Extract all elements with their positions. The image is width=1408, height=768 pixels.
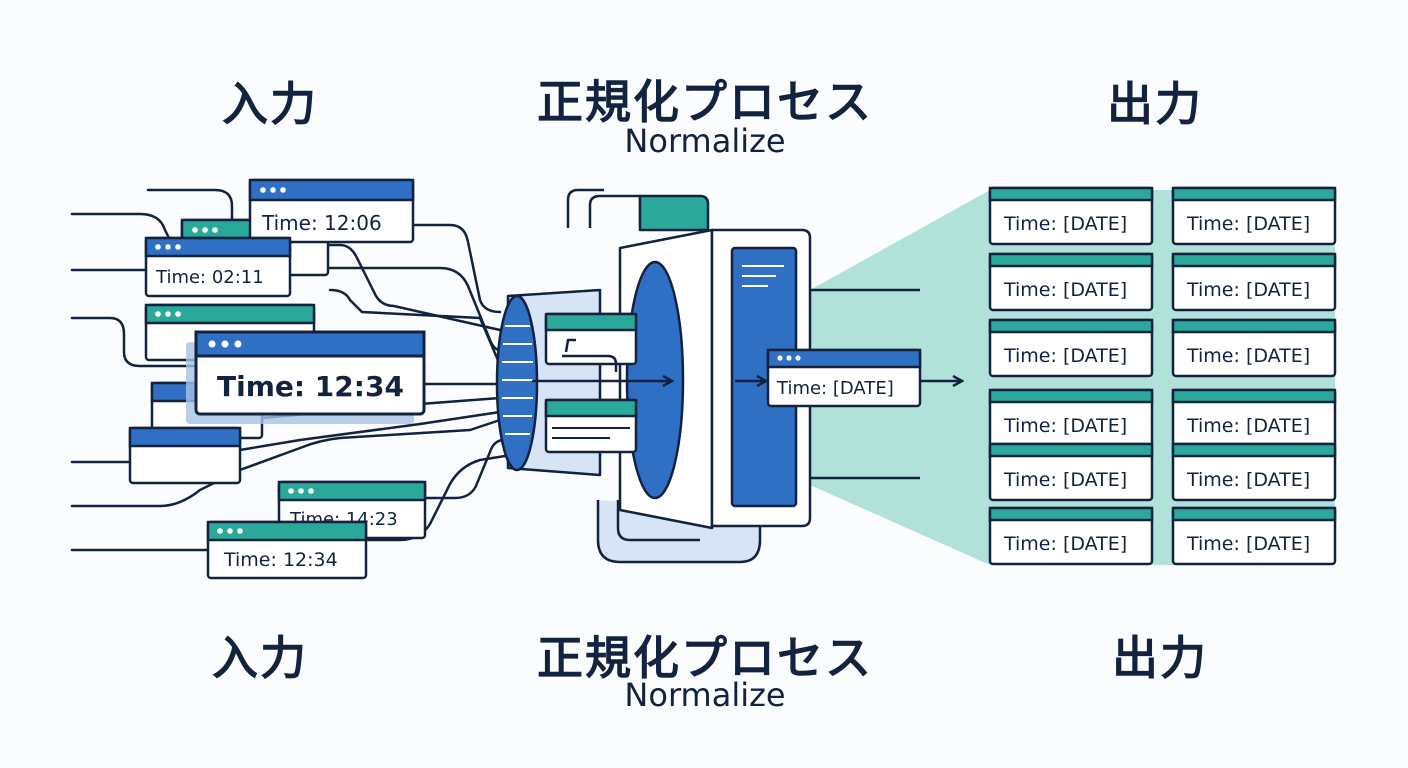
output-window-text: Time: [DATE] [1003, 279, 1127, 301]
output-window: Time: [DATE] [988, 388, 1154, 448]
input-window-4: Time: 14:23 [277, 480, 427, 540]
output-window: Time: [DATE] [1171, 186, 1337, 246]
output-window-titlebar [1171, 318, 1337, 334]
output-window-titlebar [1171, 252, 1337, 268]
output-window: Time: [DATE] [1171, 388, 1337, 448]
output-window-text: Time: [DATE] [1186, 345, 1310, 367]
output-grid: Time: [DATE] Time: [DATE] Time: [DATE] Time… [988, 186, 1337, 566]
output-window: Time: [DATE] [1171, 506, 1337, 566]
output-window: Time: [DATE] [988, 442, 1154, 502]
input-heading-top: 入力 [222, 77, 318, 131]
output-window-titlebar [988, 506, 1154, 522]
output-window-text: Time: [DATE] [1003, 213, 1127, 235]
output-window: Time: [DATE] [988, 186, 1154, 246]
output-window-text: Time: [DATE] [1186, 415, 1310, 437]
input-window-3-text: Time: 12:34 [217, 370, 404, 403]
process-heading-top: 正規化プロセス [537, 75, 873, 129]
output-window: Time: [DATE] [988, 506, 1154, 566]
input-window-5: Time: 12:34 [206, 520, 368, 580]
output-window-titlebar [1171, 388, 1337, 404]
center-window: Time: [DATE] [766, 348, 922, 408]
input-window-3: Time: 12:34 [194, 330, 426, 416]
output-window: Time: [DATE] [1171, 252, 1337, 312]
output-window-text: Time: [DATE] [1186, 533, 1310, 555]
output-window: Time: [DATE] [988, 252, 1154, 312]
output-window-text: Time: [DATE] [1003, 469, 1127, 491]
process-subheading-bottom: Normalize [624, 676, 786, 714]
output-window: Time: [DATE] [1171, 318, 1337, 378]
output-window-titlebar [1171, 506, 1337, 522]
output-window-text: Time: [DATE] [1186, 469, 1310, 491]
input-window-5-text: Time: 12:34 [223, 549, 338, 571]
input-window-2: Time: 02:11 [144, 236, 292, 298]
output-window-text: Time: [DATE] [1003, 345, 1127, 367]
output-window-titlebar [988, 388, 1154, 404]
output-window-titlebar [988, 442, 1154, 458]
output-lines [810, 288, 920, 480]
output-window-titlebar [1171, 186, 1337, 202]
input-window-1-text: Time: 12:06 [261, 211, 382, 235]
input-window-2-text: Time: 02:11 [155, 267, 264, 288]
output-window-titlebar [988, 318, 1154, 334]
output-window-text: Time: [DATE] [1186, 279, 1310, 301]
output-window-text: Time: [DATE] [1003, 533, 1127, 555]
output-window-text: Time: [DATE] [1186, 213, 1310, 235]
process-heading-bottom: 正規化プロセス [537, 631, 873, 685]
output-heading-top: 出力 [1107, 77, 1203, 131]
output-window-titlebar [988, 252, 1154, 268]
output-window-titlebar [1171, 442, 1337, 458]
output-window: Time: [DATE] [988, 318, 1154, 378]
process-subheading-top: Normalize [624, 122, 786, 160]
input-window-1: Time: 12:06 [248, 178, 415, 244]
output-window: Time: [DATE] [1171, 442, 1337, 502]
output-window-text: Time: [DATE] [1003, 415, 1127, 437]
input-window-bg-4 [128, 426, 242, 485]
output-heading-bottom: 出力 [1112, 631, 1208, 685]
output-window-titlebar [988, 186, 1154, 202]
center-window-text: Time: [DATE] [776, 378, 894, 399]
normalize-machine [495, 188, 812, 564]
input-heading-bottom: 入力 [212, 631, 308, 685]
